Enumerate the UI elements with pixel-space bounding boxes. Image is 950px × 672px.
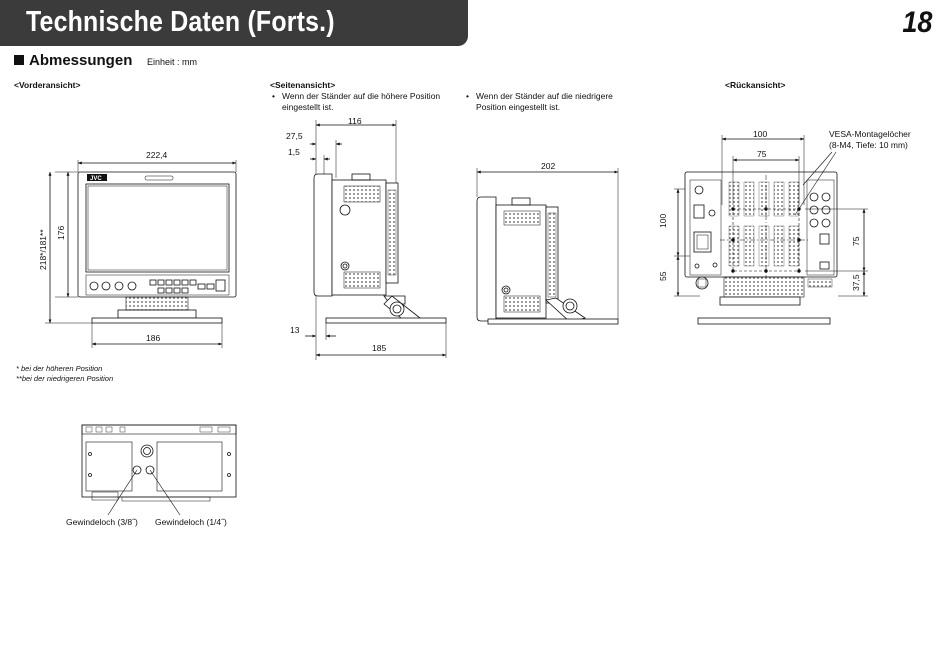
side-view-label: <Seitenansicht> xyxy=(270,80,336,90)
dim-rear-v37-5: 37,5 xyxy=(851,274,861,291)
dim-front-height: 176 xyxy=(56,226,66,240)
note-higher-text: Wenn der Ständer auf die höhere Position… xyxy=(282,91,441,112)
dim-front-stand-width: 186 xyxy=(146,333,160,343)
bottom-view-drawing xyxy=(81,424,237,516)
vesa-callout-line2: (8-M4, Tiefe: 10 mm) xyxy=(829,140,908,150)
dim-front-width: 222,4 xyxy=(146,150,168,160)
note-lower-position: • Wenn der Ständer auf die niedrigere Po… xyxy=(466,91,626,113)
dim-side-13: 13 xyxy=(290,325,300,335)
dim-side-27-5: 27,5 xyxy=(286,131,303,141)
front-view-label: <Vorderansicht> xyxy=(14,80,81,90)
page-title: Technische Daten (Forts.) xyxy=(26,6,335,38)
dim-rear-75: 75 xyxy=(757,149,767,159)
note-bullet: • xyxy=(466,91,469,101)
dim-rear-v55: 55 xyxy=(658,271,668,281)
square-bullet-icon xyxy=(14,55,24,65)
vesa-callout-line1: VESA-Montagelöcher xyxy=(829,129,911,139)
unit-label: Einheit : mm xyxy=(147,57,198,67)
rear-view-label: <Rückansicht> xyxy=(725,80,786,90)
dim-side-185: 185 xyxy=(372,343,386,353)
note-bullet: • xyxy=(272,91,275,101)
dim-front-total-height: 218*/181** xyxy=(38,229,48,270)
side-view-lower-drawing xyxy=(476,168,619,325)
footnote-lower: **bei der niedrigeren Position xyxy=(16,374,114,383)
note-higher-position: • Wenn der Ständer auf die höhere Positi… xyxy=(272,91,447,113)
footnote-higher: * bei der höheren Position xyxy=(16,364,103,373)
rear-view-drawing xyxy=(674,135,868,325)
dim-rear-v75: 75 xyxy=(851,236,861,246)
dim-side-1-5: 1,5 xyxy=(288,147,300,157)
dim-side-202: 202 xyxy=(541,161,555,171)
jvc-logo xyxy=(87,174,107,181)
front-view-drawing xyxy=(45,160,237,348)
note-lower-text: Wenn der Ständer auf die niedrigere Posi… xyxy=(476,91,613,112)
section-title: Abmessungen xyxy=(29,52,133,69)
jvc-logo-text: JVC xyxy=(90,176,102,182)
page-number: 18 xyxy=(901,6,932,39)
section-heading: Abmessungen xyxy=(14,52,132,69)
side-view-higher-drawing xyxy=(305,120,447,360)
dim-side-116: 116 xyxy=(348,116,362,126)
dim-rear-100: 100 xyxy=(753,129,767,139)
callout-hole-3-8: Gewindeloch (3/8˝) xyxy=(66,517,138,527)
callout-hole-1-4: Gewindeloch (1/4˝) xyxy=(155,517,227,527)
dim-rear-v100: 100 xyxy=(658,214,668,228)
header-bar: Technische Daten (Forts.) xyxy=(0,0,468,46)
